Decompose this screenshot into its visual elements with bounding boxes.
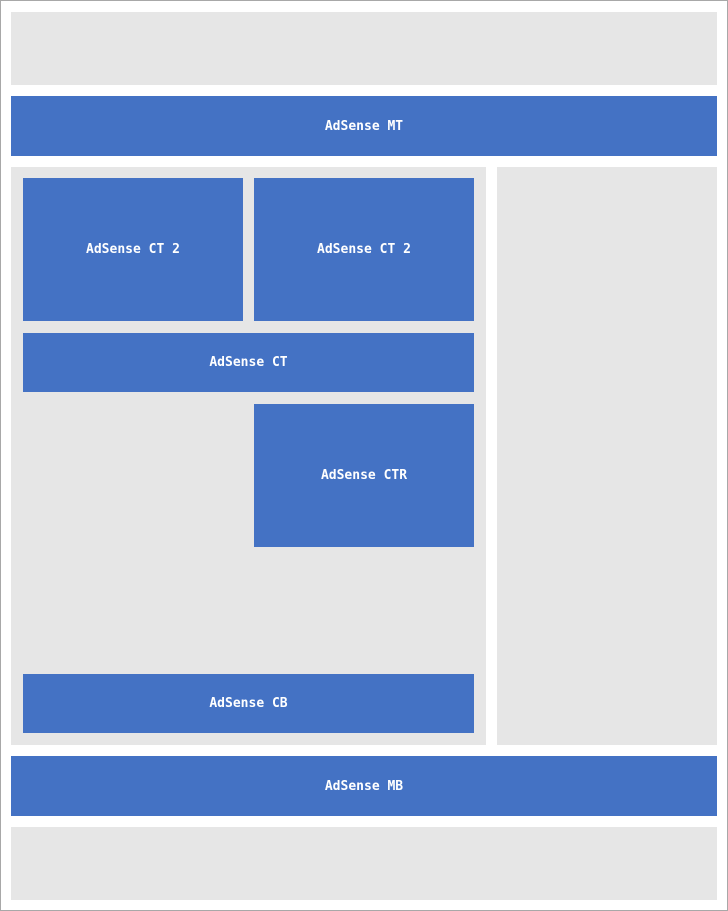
adsense-ctr-block: AdSense CTR <box>254 404 474 547</box>
adsense-ct2-right-block: AdSense CT 2 <box>254 178 474 321</box>
adsense-ct-block: AdSense CT <box>23 333 474 392</box>
header-area <box>11 12 717 85</box>
adsense-ct2-left-block: AdSense CT 2 <box>23 178 243 321</box>
adsense-mt-block: AdSense MT <box>11 96 717 156</box>
adsense-mb-block: AdSense MB <box>11 756 717 816</box>
sidebar-area <box>497 167 717 745</box>
adsense-cb-block: AdSense CB <box>23 674 474 733</box>
footer-area <box>11 827 717 900</box>
